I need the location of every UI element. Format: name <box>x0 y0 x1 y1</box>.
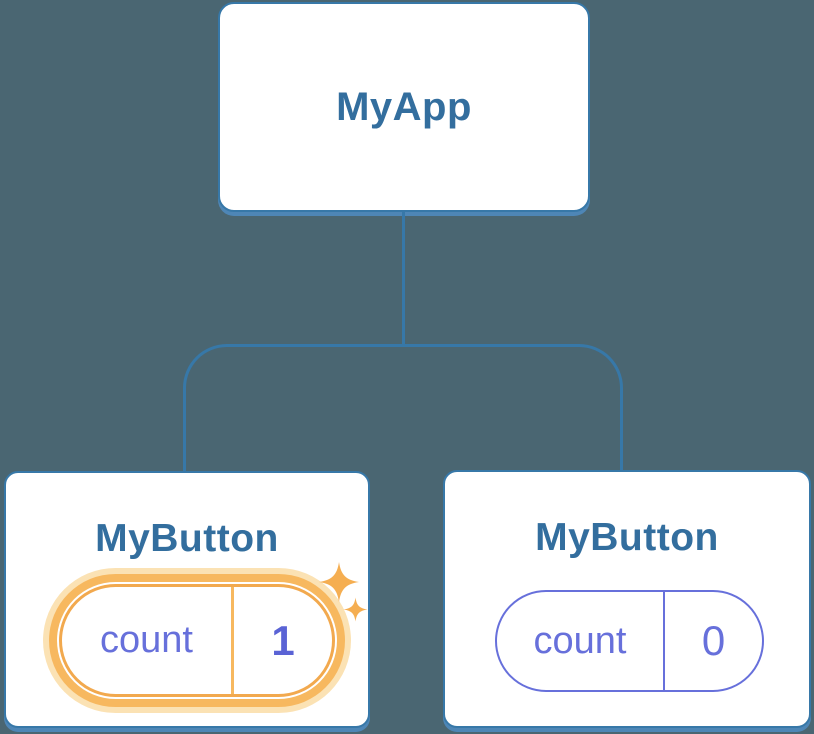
connector-bracket <box>183 344 623 474</box>
state-value: 0 <box>701 617 726 664</box>
state-pill-highlighted: count 1 <box>59 584 335 697</box>
child-node-label: MyButton <box>535 516 719 559</box>
state-key-label: count <box>62 587 234 694</box>
state-pill-plain: count 0 <box>495 590 764 692</box>
state-key-label: count <box>497 592 665 690</box>
connector-stem <box>402 212 405 345</box>
sparkles-icon <box>319 562 368 622</box>
root-node-myapp: MyApp <box>218 2 590 212</box>
state-value: 1 <box>271 616 295 664</box>
child-node-mybutton-highlighted: MyButton count 1 <box>4 471 370 728</box>
root-node-label: MyApp <box>336 84 472 129</box>
child-node-label: MyButton <box>95 517 279 560</box>
child-node-mybutton-plain: MyButton count 0 <box>443 470 811 728</box>
